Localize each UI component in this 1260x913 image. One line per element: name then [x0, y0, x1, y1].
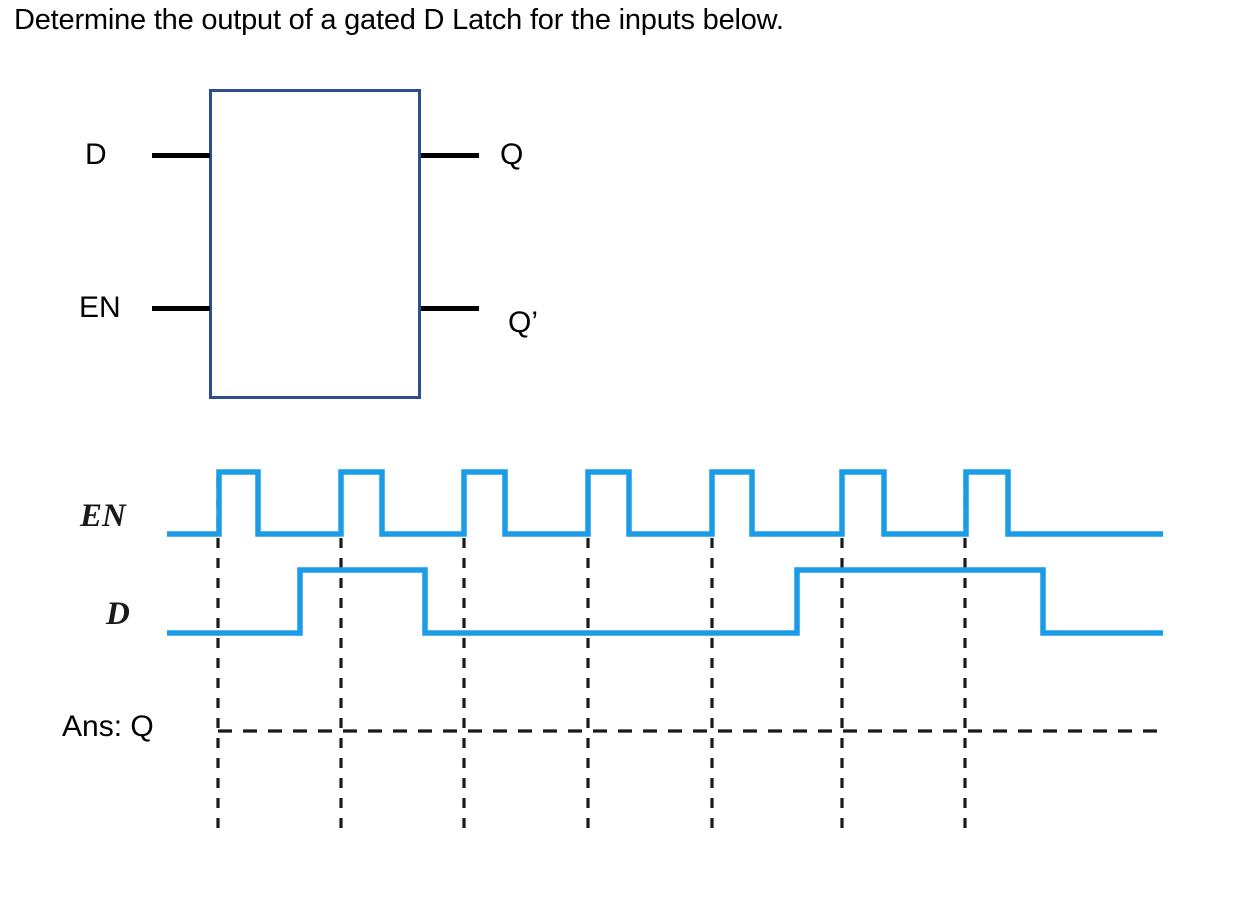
waveform-trace-d	[167, 567, 1163, 636]
input-pin-d-line	[152, 153, 210, 158]
output-label-qprime: Q’	[508, 306, 538, 339]
waveform-label-d: D	[106, 596, 130, 632]
page-title: Determine the output of a gated D Latch …	[14, 4, 784, 36]
en-signal-path	[167, 469, 1163, 537]
waveform-trace-en	[167, 469, 1163, 537]
output-pin-qprime-line	[421, 306, 479, 311]
output-label-q: Q	[500, 138, 524, 171]
input-pin-en-line	[152, 306, 210, 311]
latch-box	[209, 89, 421, 399]
waveform-label-answer-q: Ans: Q	[62, 710, 154, 743]
input-label-d: D	[85, 138, 107, 171]
output-pin-q-line	[421, 153, 479, 158]
waveform-label-en: EN	[80, 498, 126, 534]
input-label-en: EN	[79, 291, 121, 324]
d-signal-path	[167, 567, 1163, 636]
